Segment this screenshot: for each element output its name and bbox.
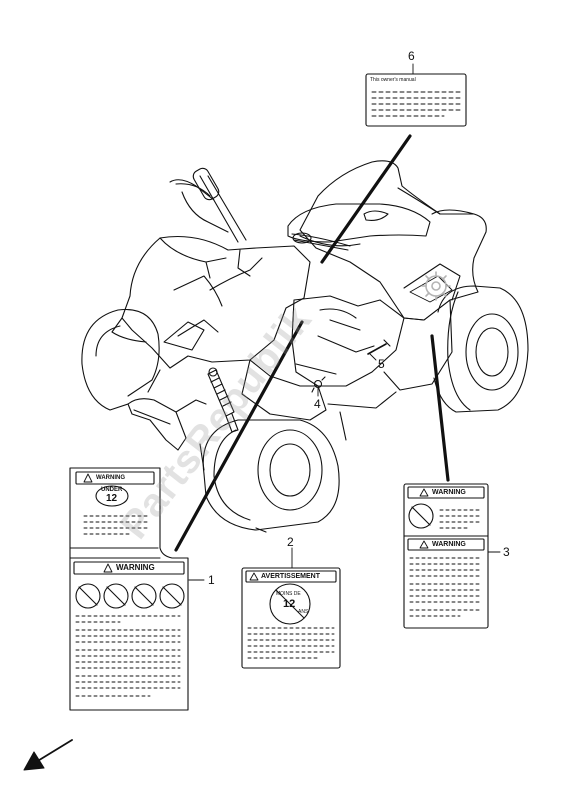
label-1-top-warning-text: WARNING — [96, 475, 125, 481]
front-left-wheel — [81, 308, 160, 411]
label-2-badge-age-text: 12 — [283, 598, 296, 610]
label-1-top-under-text: UNDER — [101, 487, 123, 493]
label-2-age-badge — [269, 583, 311, 625]
label-2-heading-text: AVERTISSEMENT — [261, 573, 320, 580]
label-3-warning — [403, 483, 489, 629]
label-1-warning — [69, 467, 189, 711]
direction-arrow-icon — [23, 739, 73, 771]
callout-1: 1 — [208, 573, 215, 587]
front-shock — [207, 367, 239, 433]
label-3-top-header-box — [407, 486, 485, 499]
warning-triangle-icon — [249, 572, 259, 581]
callout-4: 4 — [314, 397, 321, 411]
label-3-bottom-text-lines — [409, 557, 483, 617]
leader-line-6 — [320, 134, 412, 264]
leader-line-3 — [430, 334, 450, 482]
warning-triangle-icon — [419, 488, 429, 497]
callout-5: 5 — [378, 357, 385, 371]
label-2-text-lines — [247, 627, 335, 659]
label-1-age-badge — [95, 485, 129, 507]
warning-triangle-icon — [83, 473, 93, 483]
front-right-wheel — [202, 419, 340, 533]
prohibition-icon — [75, 583, 101, 609]
prohibition-icon — [131, 583, 157, 609]
callout-2: 2 — [287, 535, 294, 549]
label-6-owners-manual — [365, 73, 467, 127]
label-2-avertissement — [241, 567, 341, 669]
label-3-bottom-header-box — [407, 538, 485, 551]
label-2-badge-bottom-text: ANS — [298, 609, 309, 615]
label-1-top-header-box — [75, 471, 155, 485]
label-6-text-lines — [371, 91, 461, 117]
rear-right-wheel — [433, 285, 529, 413]
warning-triangle-icon — [419, 540, 429, 549]
label-1-top-text-lines — [83, 515, 151, 535]
gear-logo-icon — [421, 271, 451, 301]
callout-3: 3 — [503, 545, 510, 559]
label-1-main-warning-text: WARNING — [116, 563, 155, 572]
label-2-badge-top-text: MOINS DE — [276, 591, 301, 597]
leader-lines — [174, 63, 501, 581]
atv-illustration — [81, 160, 529, 533]
callout-6: 6 — [408, 49, 415, 63]
label-1-top-age-text: 12 — [106, 493, 118, 504]
label-6-heading: This owner's manual — [370, 77, 416, 83]
label-1-main-text-lines — [75, 615, 181, 697]
label-1-main-header-box — [73, 561, 185, 575]
prohibition-icon — [103, 583, 129, 609]
label-2-header-box — [245, 570, 337, 583]
label-3-top-text-lines — [439, 509, 483, 529]
prohibition-icon — [408, 503, 434, 529]
label-3-top-warning-text: WARNING — [432, 489, 466, 496]
warning-triangle-icon — [103, 563, 113, 573]
leader-callout-5 — [369, 353, 377, 361]
label-3-bottom-warning-text: WARNING — [432, 541, 466, 548]
leader-line-1 — [174, 320, 304, 552]
prohibition-icon — [159, 583, 185, 609]
